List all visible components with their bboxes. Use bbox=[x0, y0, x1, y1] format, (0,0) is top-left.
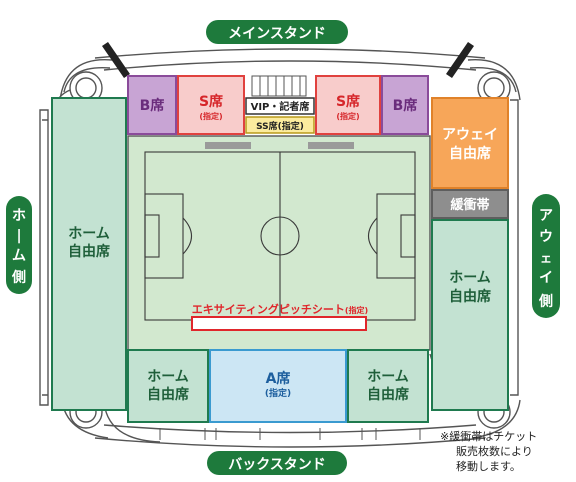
a-seat[interactable]: A席 (指定) bbox=[209, 349, 347, 423]
svg-text:ホーム: ホーム bbox=[68, 226, 110, 242]
svg-text:ウ: ウ bbox=[539, 229, 553, 245]
main-stand-gate bbox=[251, 75, 307, 97]
home-free-seat-right[interactable]: ホーム 自由席 bbox=[431, 219, 509, 411]
svg-text:ホーム: ホーム bbox=[367, 369, 409, 385]
svg-text:|: | bbox=[16, 228, 21, 244]
svg-text:ホーム: ホーム bbox=[449, 270, 491, 286]
away-side-label: ア ウ ェ イ 側 bbox=[532, 194, 560, 318]
svg-text:(指定): (指定) bbox=[336, 111, 359, 121]
svg-text:ェ: ェ bbox=[540, 251, 552, 265]
svg-text:販売枚数により: 販売枚数により bbox=[456, 444, 533, 458]
svg-text:S席: S席 bbox=[199, 93, 223, 110]
home-side-label: ホ | ム 側 bbox=[6, 196, 32, 294]
s-seat-right[interactable]: S席 (指定) bbox=[315, 75, 381, 135]
ss-seat[interactable]: SS席(指定) bbox=[245, 116, 315, 134]
svg-text:A席: A席 bbox=[266, 370, 291, 387]
svg-text:※緩衝帯はチケット: ※緩衝帯はチケット bbox=[440, 429, 537, 443]
svg-text:自由席: 自由席 bbox=[147, 386, 189, 403]
svg-text:側: 側 bbox=[11, 269, 26, 286]
exciting-pitch-seat-label: エキサイティングピッチシート(指定) bbox=[192, 302, 368, 316]
svg-text:メインスタンド: メインスタンド bbox=[228, 26, 326, 42]
svg-text:アウェイ: アウェイ bbox=[442, 127, 498, 143]
svg-text:側: 側 bbox=[538, 293, 553, 310]
bench-left bbox=[205, 142, 251, 149]
svg-text:ホーム: ホーム bbox=[147, 369, 189, 385]
svg-text:自由席: 自由席 bbox=[367, 386, 409, 403]
bench-right bbox=[308, 142, 354, 149]
svg-text:バックスタンド: バックスタンド bbox=[228, 457, 326, 473]
back-stand-gates bbox=[159, 428, 421, 440]
b-seat-left[interactable]: B席 bbox=[127, 75, 177, 135]
svg-text:自由席: 自由席 bbox=[449, 288, 491, 305]
vip-press-seat[interactable]: VIP・記者席 bbox=[245, 97, 315, 115]
svg-text:SS席(指定): SS席(指定) bbox=[256, 120, 304, 132]
svg-text:(指定): (指定) bbox=[265, 387, 291, 399]
b-seat-right[interactable]: B席 bbox=[381, 75, 429, 135]
svg-text:ホ: ホ bbox=[12, 208, 26, 224]
exciting-pitch-seat[interactable] bbox=[191, 316, 367, 331]
home-free-seat-bottom-left[interactable]: ホーム 自由席 bbox=[127, 349, 209, 423]
svg-text:B席: B席 bbox=[140, 97, 165, 114]
svg-text:S席: S席 bbox=[336, 93, 360, 110]
buffer-zone[interactable]: 緩衝帯 bbox=[431, 189, 509, 219]
svg-text:緩衝帯: 緩衝帯 bbox=[450, 197, 489, 213]
svg-text:自由席: 自由席 bbox=[68, 243, 110, 260]
s-seat-left[interactable]: S席 (指定) bbox=[177, 75, 245, 135]
svg-text:イ: イ bbox=[539, 270, 553, 286]
back-stand-label: バックスタンド bbox=[207, 451, 347, 475]
svg-text:VIP・記者席: VIP・記者席 bbox=[251, 100, 310, 113]
svg-text:B席: B席 bbox=[393, 97, 418, 114]
away-free-seat[interactable]: アウェイ 自由席 bbox=[431, 97, 509, 189]
buffer-zone-note: ※緩衝帯はチケット 販売枚数により 移動します。 bbox=[440, 429, 537, 473]
svg-text:移動します。: 移動します。 bbox=[456, 459, 521, 473]
main-stand-label: メインスタンド bbox=[206, 20, 348, 44]
svg-text:(指定): (指定) bbox=[199, 111, 222, 121]
home-free-seat-left[interactable]: ホーム 自由席 bbox=[51, 97, 127, 411]
svg-text:ム: ム bbox=[12, 248, 26, 264]
corner-struts bbox=[102, 42, 474, 78]
svg-text:自由席: 自由席 bbox=[449, 145, 491, 162]
home-free-seat-bottom-right[interactable]: ホーム 自由席 bbox=[347, 349, 429, 423]
svg-text:ア: ア bbox=[539, 208, 553, 224]
pitch-surround bbox=[127, 135, 431, 351]
